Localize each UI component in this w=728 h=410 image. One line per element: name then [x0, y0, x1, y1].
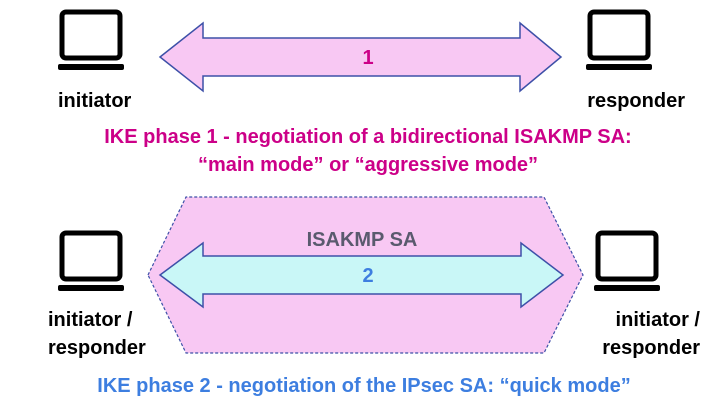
- phase1-caption-line1: IKE phase 1 - negotiation of a bidirecti…: [104, 126, 631, 148]
- phase2-right-label-line2: responder: [602, 337, 700, 359]
- laptop-icon: [586, 12, 652, 70]
- phase1-caption-line2: “main mode” or “aggressive mode”: [198, 154, 538, 176]
- phase2-caption: IKE phase 2 - negotiation of the IPsec S…: [97, 375, 630, 397]
- phase2-arrow-number: 2: [362, 265, 373, 287]
- phase2-section: ISAKMP SA 2 initiator / responder initia…: [48, 196, 701, 397]
- phase1-bidirectional-arrow: [158, 21, 563, 93]
- phase2-right-label-line1: initiator /: [616, 309, 701, 331]
- isakmp-sa-label: ISAKMP SA: [307, 229, 418, 251]
- phase2-left-label-line1: initiator /: [48, 309, 133, 331]
- phase1-section: 1 initiator responder IKE phase 1 - nego…: [58, 12, 685, 176]
- phase2-bidirectional-arrow: [158, 241, 565, 309]
- phase2-left-label-line2: responder: [48, 337, 146, 359]
- phase1-responder-label: responder: [587, 90, 685, 112]
- laptop-icon: [58, 233, 124, 291]
- laptop-icon: [594, 233, 660, 291]
- phase1-initiator-label: initiator: [58, 90, 132, 112]
- phase1-arrow-number: 1: [362, 47, 373, 69]
- laptop-icon: [58, 12, 124, 70]
